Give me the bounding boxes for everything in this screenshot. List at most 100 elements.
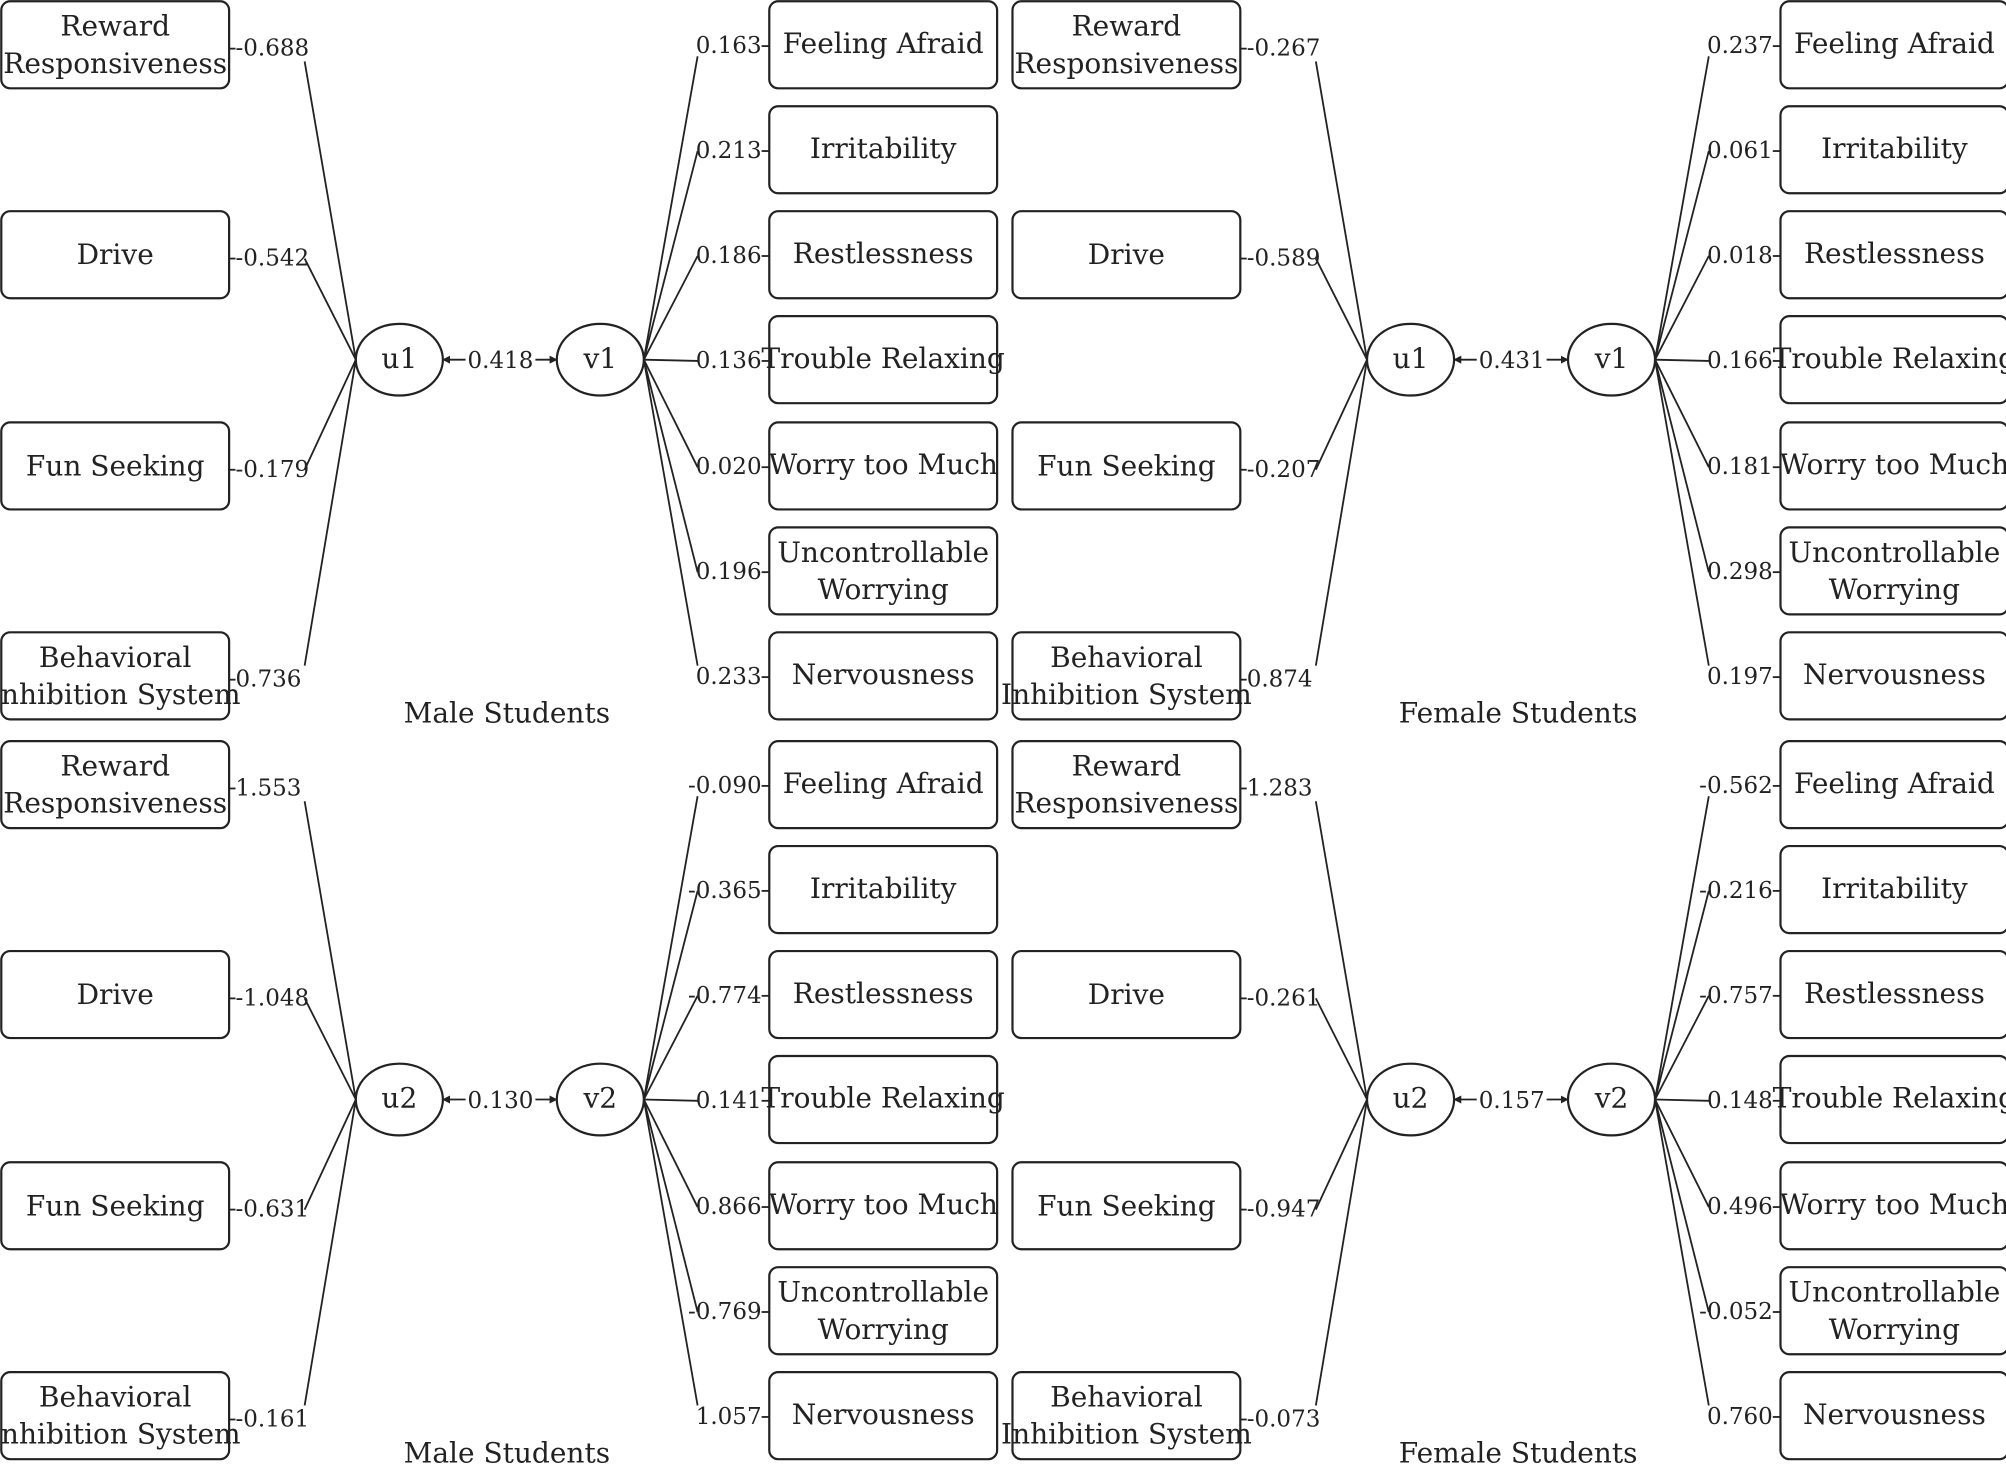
box-label: Responsiveness <box>1014 47 1238 80</box>
box-trouble-relaxing: Trouble Relaxing <box>1773 315 2006 405</box>
box-label: Irritability <box>810 132 957 165</box>
v-loading-label: 0.181 <box>1707 454 1773 480</box>
v-path-line <box>643 1098 698 1102</box>
u-path-line <box>1315 258 1368 361</box>
u-loading-label: -0.267 <box>1247 36 1321 62</box>
u-loading-label: -1.048 <box>236 985 310 1011</box>
box-label: Behavioral <box>1050 1381 1203 1414</box>
v-path-line <box>642 56 699 360</box>
v-loading-label: 0.760 <box>1707 1404 1773 1430</box>
box-restlessness: Restlessness <box>1779 210 2006 300</box>
v-path-line <box>642 1099 699 1406</box>
box-irritability: Irritability <box>768 844 999 935</box>
v-loading-label: 0.233 <box>696 664 762 690</box>
box-label: Worry too Much <box>1780 448 2006 481</box>
box-worry-too-much: Worry too Much <box>1779 421 2006 511</box>
box-feeling-afraid: Feeling Afraid <box>1779 0 2006 90</box>
u-path-line <box>303 359 357 666</box>
v-loading-label: 0.148 <box>1707 1088 1773 1114</box>
u-variate-node: u2 <box>1365 1062 1456 1137</box>
box-worry-too-much: Worry too Much <box>768 1161 999 1251</box>
box-label: Worrying <box>1829 1313 1960 1346</box>
box-restlessness: Restlessness <box>768 210 999 300</box>
correlation-label: 0.130 <box>468 1088 534 1114</box>
v-variate-node: v1 <box>1566 322 1657 397</box>
box-label: Uncontrollable <box>777 536 989 569</box>
v-path-line <box>1654 796 1710 1100</box>
u-path-line <box>1314 1099 1368 1406</box>
box-label: Restlessness <box>793 237 974 270</box>
box-irritability: Irritability <box>768 105 999 195</box>
box-label: Drive <box>77 978 154 1011</box>
box-label: Behavioral <box>39 641 192 674</box>
u-path-line <box>303 1099 357 1210</box>
box-trouble-relaxing: Trouble Relaxing <box>1773 1054 2006 1145</box>
u-path-line <box>1315 359 1368 471</box>
box-label: Worry too Much <box>768 1188 998 1221</box>
v-loading-label: 0.298 <box>1707 559 1773 585</box>
u-path-line <box>1314 61 1368 360</box>
u-variate-label: u2 <box>1393 1082 1429 1115</box>
v-loading-label: 0.018 <box>1707 243 1773 269</box>
u-loading-label: -0.161 <box>236 1407 310 1433</box>
box-nervousness: Nervousness <box>768 1371 999 1461</box>
v-loading-label: 0.141 <box>696 1088 762 1114</box>
v-loading-label: -0.216 <box>1699 878 1773 904</box>
box-label: Feeling Afraid <box>783 767 984 800</box>
box-restlessness: Restlessness <box>1779 949 2006 1040</box>
box-label: Uncontrollable <box>1789 536 2001 569</box>
v-loading-label: -0.769 <box>688 1299 762 1325</box>
box-label: Irritability <box>1821 132 1968 165</box>
u-loading-label: -0.688 <box>236 36 310 62</box>
correlation-label: 0.431 <box>1479 348 1545 374</box>
u-loading-label: -0.261 <box>1247 985 1321 1011</box>
box-label: Inhibition System <box>0 678 241 711</box>
box-drive: Drive <box>1011 210 1242 300</box>
v-loading-label: -0.774 <box>688 983 762 1009</box>
box-label: Drive <box>77 238 154 271</box>
box-feeling-afraid: Feeling Afraid <box>1779 740 2006 830</box>
box-label: Trouble Relaxing <box>1773 1082 2006 1115</box>
v-loading-label: 0.213 <box>696 138 762 164</box>
box-label: Responsiveness <box>1014 787 1238 820</box>
box-label: Drive <box>1088 978 1165 1011</box>
box-nervousness: Nervousness <box>768 631 999 721</box>
box-label: Irritability <box>1821 872 1968 905</box>
v-path-line <box>1654 1099 1710 1313</box>
v-loading-label: 0.061 <box>1707 138 1773 164</box>
box-label: Behavioral <box>1050 641 1203 674</box>
box-trouble-relaxing: Trouble Relaxing <box>762 315 1005 405</box>
box-label: Drive <box>1088 238 1165 271</box>
v-variate-label: v1 <box>582 342 617 375</box>
v-path-line <box>643 358 698 362</box>
box-drive: Drive <box>0 210 231 300</box>
v-path-line <box>642 150 699 360</box>
box-fun-seeking: Fun Seeking <box>1011 421 1242 511</box>
v-loading-label: -0.757 <box>1699 983 1773 1009</box>
u-variate-label: u1 <box>1393 342 1429 375</box>
v-path-line <box>642 359 699 666</box>
v-variate-node: v1 <box>555 322 645 397</box>
v-path-line <box>1654 255 1710 361</box>
box-label: Inhibition System <box>0 1418 241 1451</box>
u-loading-label: 1.283 <box>1247 775 1313 801</box>
panel-title: Male Students <box>404 696 610 729</box>
v-loading-label: 0.866 <box>696 1194 762 1220</box>
v-variate-label: v2 <box>1594 1082 1629 1115</box>
panel-title: Female Students <box>1399 696 1638 729</box>
v-loading-label: 0.136 <box>696 348 762 374</box>
u-variate-label: u1 <box>381 342 417 375</box>
v-path-line <box>643 359 699 468</box>
u-path-line <box>303 359 357 471</box>
u-loading-label: 1.553 <box>236 775 302 801</box>
box-label: Reward <box>1072 10 1182 43</box>
box-label: Restlessness <box>793 977 974 1010</box>
v-loading-label: -0.052 <box>1699 1299 1773 1325</box>
box-label: Feeling Afraid <box>1794 767 1995 800</box>
box-label: Feeling Afraid <box>1794 27 1995 60</box>
